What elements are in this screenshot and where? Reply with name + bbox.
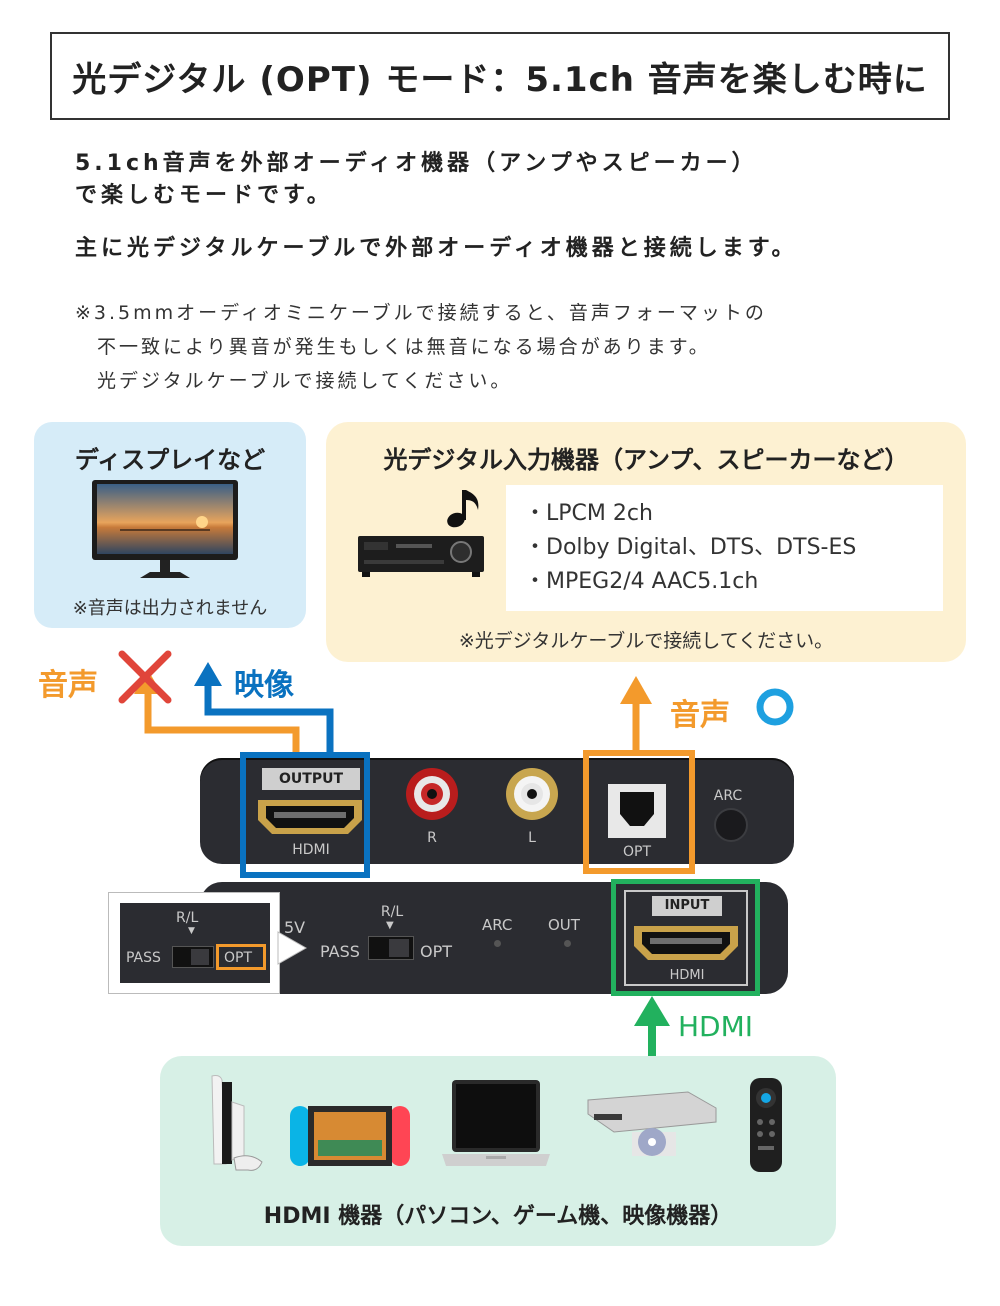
intro-line-1: 5.1ch音声を外部オーディオ機器（アンプやスピーカー） xyxy=(75,151,758,176)
hdmi-label: HDMI xyxy=(678,1010,754,1043)
zoom-rl-marker: ▼ xyxy=(188,926,195,936)
amplifier-icon xyxy=(358,536,484,577)
rca-right-port xyxy=(406,768,458,820)
zoom-pass-label: PASS xyxy=(126,950,161,966)
audio-left-label: 音声 xyxy=(38,668,98,703)
hdmi-input-label: HDMI xyxy=(669,968,705,983)
cross-icon xyxy=(118,650,172,704)
main-description: 主に光デジタルケーブルで外部オーディオ機器と接続します。 xyxy=(75,236,798,261)
input-highlight-box xyxy=(611,879,760,996)
monitor-icon xyxy=(92,480,238,578)
front-pass-label: PASS xyxy=(320,942,360,961)
caution-note: ※3.5mmオーディオミニケーブルで接続すると、音声フォーマットの 不一致により… xyxy=(75,296,767,398)
hdmi-input-port xyxy=(634,926,738,960)
audio-panel-note: ※光デジタルケーブルで接続してください。 xyxy=(458,630,834,652)
hdmi-arrowhead xyxy=(634,996,670,1026)
format-list-box: ・LPCM 2ch ・Dolby Digital、DTS、DTS-ES ・MPE… xyxy=(506,485,943,611)
opt-back-label: OPT xyxy=(622,844,651,860)
front-out-label: OUT xyxy=(548,916,580,934)
hdmi-output-port xyxy=(258,800,362,834)
dvd-player-icon xyxy=(587,1091,717,1156)
optical-port xyxy=(608,784,666,838)
note-line-2: 不一致により異音が発生もしくは無音になる場合があります。 xyxy=(97,336,711,358)
format-item: ・Dolby Digital、DTS、DTS-ES xyxy=(524,535,857,560)
out-led xyxy=(564,940,571,947)
output-label: OUTPUT xyxy=(262,768,360,790)
rca-left-port xyxy=(506,768,558,820)
zoom-opt-highlight xyxy=(216,944,266,970)
front-rl-marker: ▼ xyxy=(386,920,394,931)
mode-switch[interactable] xyxy=(368,936,414,960)
intro-text: 5.1ch音声を外部オーディオ機器（アンプやスピーカー） で楽しむモードです。 xyxy=(75,148,758,212)
video-arrowhead xyxy=(194,662,222,686)
hdmi-input-frame xyxy=(624,890,748,986)
callout-pointer xyxy=(277,931,308,965)
output-highlight-box xyxy=(240,752,370,878)
page-title: 光デジタル (OPT) モード：5.1ch 音声を楽しむ時に xyxy=(50,32,950,120)
arc-button xyxy=(714,808,748,842)
ok-circle-icon xyxy=(756,688,794,726)
intro-line-2: で楽しむモードです。 xyxy=(75,183,333,208)
zoom-opt-label: OPT xyxy=(224,950,253,966)
note-line-3: 光デジタルケーブルで接続してください。 xyxy=(97,370,513,392)
remote-control-icon xyxy=(750,1078,782,1172)
music-note-icon xyxy=(447,490,479,528)
display-panel-title: ディスプレイなど xyxy=(74,446,266,474)
input-label: INPUT xyxy=(652,896,722,916)
handheld-console-icon xyxy=(290,1106,410,1166)
format-item: ・LPCM 2ch xyxy=(524,501,653,526)
hdmi-panel-title: HDMI 機器（パソコン、ゲーム機、映像機器） xyxy=(263,1204,733,1229)
arc-back-label: ARC xyxy=(713,788,743,804)
format-item: ・MPEG2/4 AAC5.1ch xyxy=(524,569,759,594)
video-line xyxy=(204,682,334,752)
game-console-icon xyxy=(211,1075,263,1171)
rca-r-label: R xyxy=(427,830,437,846)
laptop-icon xyxy=(442,1080,550,1166)
front-rl-label: R/L xyxy=(380,904,404,920)
v5-label: 5V xyxy=(284,918,306,937)
arc-led xyxy=(494,940,501,947)
display-panel-note: ※音声は出力されません xyxy=(72,598,268,619)
audio-left-line xyxy=(144,690,300,752)
rca-l-label: L xyxy=(528,830,536,846)
opt-highlight-box xyxy=(583,750,695,874)
note-line-1: ※3.5mmオーディオミニケーブルで接続すると、音声フォーマットの xyxy=(75,302,767,324)
front-opt-label: OPT xyxy=(420,942,453,961)
audio-right-label: 音声 xyxy=(670,698,730,733)
zoom-switch xyxy=(172,946,214,968)
audio-right-arrowhead xyxy=(620,676,652,704)
audio-panel-title: 光デジタル入力機器（アンプ、スピーカーなど） xyxy=(383,446,909,474)
zoom-rl-label: R/L xyxy=(176,910,199,926)
hdmi-output-label: HDMI xyxy=(292,842,330,858)
front-arc-label: ARC xyxy=(482,916,513,934)
video-label: 映像 xyxy=(234,668,294,703)
